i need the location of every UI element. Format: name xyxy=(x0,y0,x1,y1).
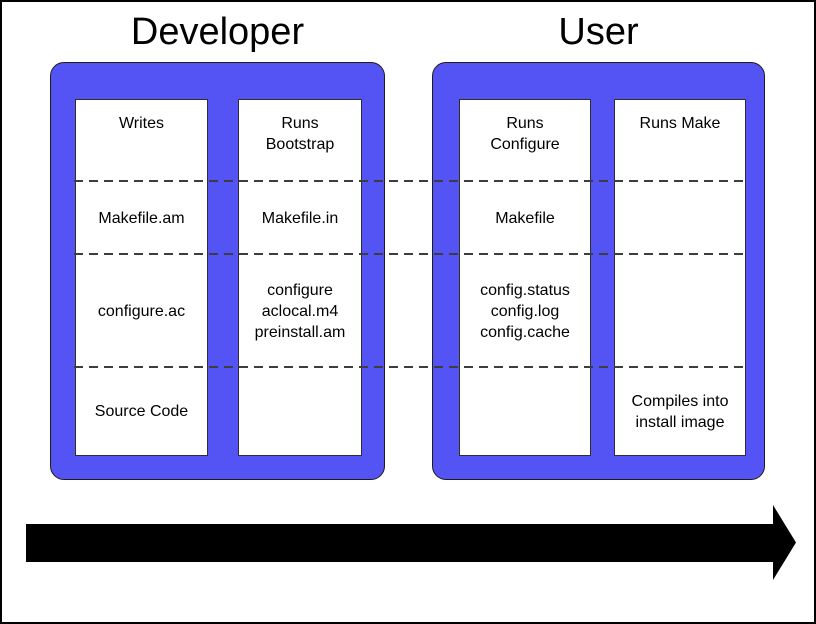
cell-line: Runs Make xyxy=(639,115,721,132)
cell-makefile: Makefile xyxy=(460,182,590,255)
cell-empty xyxy=(615,255,745,368)
cell-line: config.log xyxy=(490,303,560,320)
cell-line: preinstall.am xyxy=(254,324,346,341)
dashed-separator-1 xyxy=(74,180,744,182)
cell-empty xyxy=(615,182,745,255)
cell-line: config.cache xyxy=(480,324,570,341)
cell-runs-configure: Runs Configure xyxy=(460,100,590,182)
cell-runs-make: Runs Make xyxy=(615,100,745,182)
cell-source-code: Source Code xyxy=(76,368,207,455)
cell-line: aclocal.m4 xyxy=(261,303,339,320)
user-column-configure: Runs Configure Makefile config.status co… xyxy=(459,99,591,456)
cell-compiles: Compiles into install image xyxy=(615,368,745,455)
cell-line: config.status xyxy=(480,282,570,299)
cell-line: configure.ac xyxy=(97,303,186,320)
dashed-separator-2 xyxy=(74,253,744,255)
cell-configure-ac: configure.ac xyxy=(76,255,207,368)
cell-runs-bootstrap: Runs Bootstrap xyxy=(239,100,361,182)
user-box: Runs Configure Makefile config.status co… xyxy=(432,62,765,480)
developer-column-writes: Writes Makefile.am configure.ac Source C… xyxy=(75,99,208,456)
cell-line: Source Code xyxy=(94,403,189,420)
title-user: User xyxy=(558,11,639,53)
cell-line: configure xyxy=(267,282,333,299)
cell-makefile-am: Makefile.am xyxy=(76,182,207,255)
cell-line: Configure xyxy=(490,136,560,153)
developer-box: Writes Makefile.am configure.ac Source C… xyxy=(50,62,385,480)
cell-line: Bootstrap xyxy=(265,136,335,153)
cell-writes: Writes xyxy=(76,100,207,182)
cell-line: Runs xyxy=(506,115,544,132)
cell-empty xyxy=(239,368,361,455)
dashed-separator-3 xyxy=(74,366,744,368)
user-column-make: Runs Make Compiles into install image xyxy=(614,99,746,456)
cell-line: Makefile.am xyxy=(98,210,185,227)
cell-line: Compiles into xyxy=(631,392,729,410)
cell-empty xyxy=(460,368,590,455)
cell-line: install image xyxy=(635,413,725,431)
cell-makefile-in: Makefile.in xyxy=(239,182,361,255)
flow-arrow-icon xyxy=(26,505,796,580)
cell-line: Runs xyxy=(281,115,319,132)
cell-line: Writes xyxy=(118,115,165,132)
cell-config-outputs: config.status config.log config.cache xyxy=(460,255,590,368)
cell-line: Makefile xyxy=(495,210,555,227)
cell-line: Makefile.in xyxy=(261,210,339,227)
cell-configure-outputs: configure aclocal.m4 preinstall.am xyxy=(239,255,361,368)
developer-column-bootstrap: Runs Bootstrap Makefile.in configure acl… xyxy=(238,99,362,456)
title-developer: Developer xyxy=(130,11,305,53)
